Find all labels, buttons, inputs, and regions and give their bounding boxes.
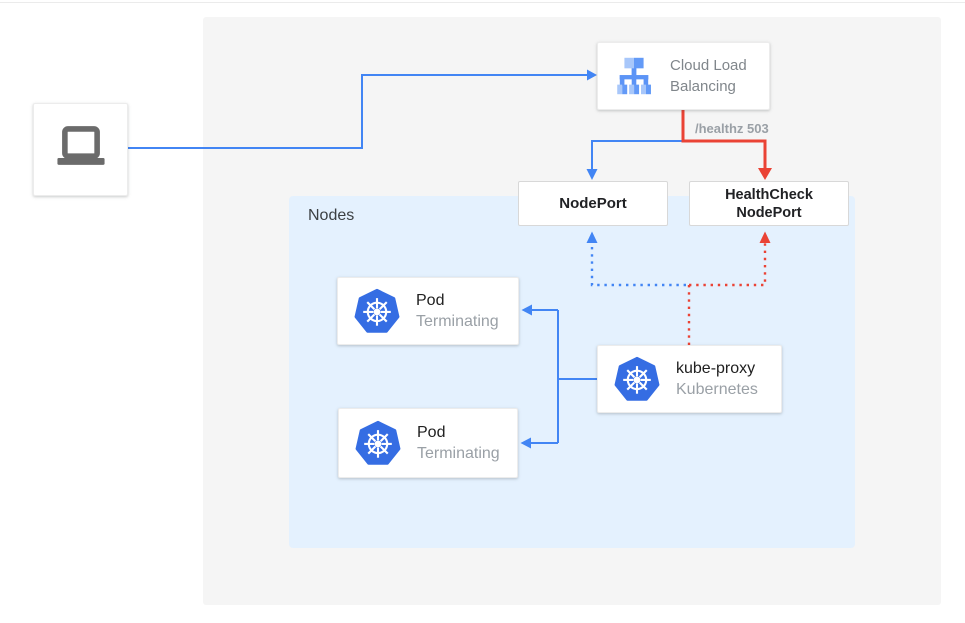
clb-label-line2: Balancing (670, 78, 736, 95)
kube-proxy-text: kube-proxy Kubernetes (676, 358, 758, 400)
healthcheck-label-line2: NodePort (736, 204, 802, 221)
kubernetes-icon (614, 356, 660, 402)
cloud-load-balancing-icon (611, 53, 657, 99)
pod-1-text: Pod Terminating (416, 290, 499, 332)
cloud-load-balancing-node: Cloud Load Balancing (597, 42, 770, 110)
nodes-label: Nodes (308, 207, 355, 224)
healthcheck-nodeport-node: HealthCheck NodePort (689, 181, 849, 226)
pod-node-1: Pod Terminating (337, 277, 519, 345)
healthz-503-label: /healthz 503 (695, 121, 769, 136)
laptop-icon (49, 119, 113, 181)
kube-proxy-subtitle: Kubernetes (676, 381, 758, 398)
pod-1-status: Terminating (416, 313, 499, 330)
pod-node-2: Pod Terminating (338, 408, 518, 478)
nodeport-label: NodePort (559, 195, 627, 212)
kubernetes-icon (354, 288, 400, 334)
pod-2-status: Terminating (417, 445, 500, 462)
healthcheck-label-line1: HealthCheck (725, 186, 813, 203)
kube-proxy-title: kube-proxy (676, 360, 756, 377)
kube-proxy-node: kube-proxy Kubernetes (597, 345, 782, 413)
clb-label: Cloud Load Balancing (670, 55, 747, 97)
top-divider (0, 2, 965, 3)
clb-label-line1: Cloud Load (670, 57, 747, 74)
nodeport-node: NodePort (518, 181, 668, 226)
kubernetes-icon (355, 420, 401, 466)
client-node (33, 103, 128, 196)
pod-1-title: Pod (416, 292, 445, 309)
pod-2-text: Pod Terminating (417, 422, 500, 464)
pod-2-title: Pod (417, 424, 446, 441)
